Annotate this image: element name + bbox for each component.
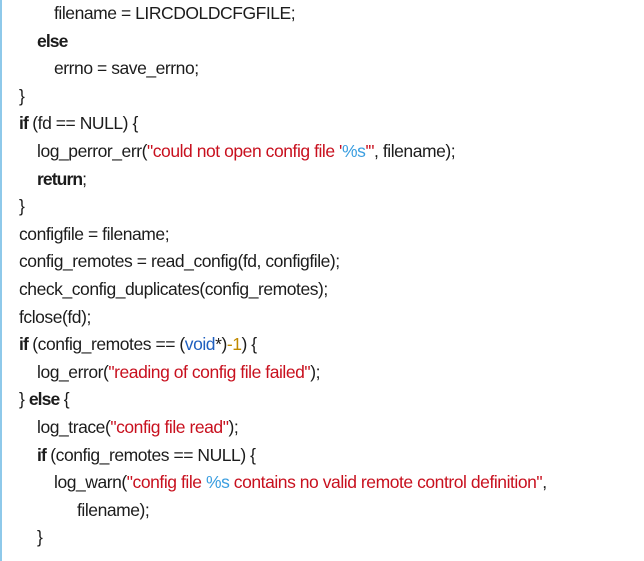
- format-specifier: %s: [341, 140, 366, 161]
- code-text: }: [19, 389, 29, 410]
- code-line: config_remotes = read_config(fd, configf…: [0, 248, 547, 276]
- code-text: log_perror_err(: [37, 140, 147, 161]
- code-text: (config_remotes == NULL) {: [45, 444, 256, 465]
- code-line: filename);: [0, 497, 547, 525]
- string-literal: "reading of config file failed": [108, 361, 311, 382]
- code-text: filename);: [77, 499, 150, 520]
- code-line: errno = save_errno;: [0, 55, 547, 83]
- code-text: {: [59, 389, 70, 410]
- keyword: else: [28, 389, 60, 410]
- code-line: }: [0, 193, 547, 221]
- code-line: } else {: [0, 386, 547, 414]
- code-text: check_config_duplicates(config_remotes);: [19, 278, 328, 299]
- code-line: log_warn("config file %s contains no val…: [0, 469, 547, 497]
- code-text: ;: [82, 168, 87, 189]
- keyword: return: [37, 168, 83, 189]
- code-text: ,: [542, 472, 547, 493]
- code-text: log_trace(: [37, 416, 111, 437]
- code-line: log_perror_err("could not open config fi…: [0, 138, 547, 166]
- code-block: filename = LIRCDOLDCFGFILE; else errno = s…: [0, 0, 547, 552]
- code-line: check_config_duplicates(config_remotes);: [0, 276, 547, 304]
- string-literal: '": [365, 140, 375, 161]
- code-text: , filename);: [374, 140, 456, 161]
- keyword: if: [19, 334, 29, 355]
- code-text: (fd == NULL) {: [27, 113, 138, 134]
- code-line: if (fd == NULL) {: [0, 110, 547, 138]
- code-text: ) {: [241, 334, 258, 355]
- code-line: if (config_remotes == (void*)-1) {: [0, 331, 547, 359]
- code-text: *): [215, 334, 227, 355]
- code-text: );: [310, 361, 320, 382]
- code-text: fclose(fd);: [19, 306, 91, 327]
- number-literal: -1: [226, 334, 242, 355]
- code-line: filename = LIRCDOLDCFGFILE;: [0, 0, 547, 28]
- code-line: else: [0, 28, 547, 56]
- code-text: (config_remotes == (: [27, 334, 185, 355]
- code-text: );: [228, 416, 239, 437]
- code-line: return;: [0, 166, 547, 194]
- code-text: }: [37, 527, 43, 548]
- code-line: }: [0, 524, 547, 552]
- string-literal: contains no valid remote control definit…: [229, 472, 543, 493]
- code-line: log_error("reading of config file failed…: [0, 359, 547, 387]
- keyword: if: [19, 113, 29, 134]
- string-literal: "config file: [126, 472, 206, 493]
- code-line: fclose(fd);: [0, 304, 547, 332]
- keyword: else: [37, 30, 68, 51]
- code-text: filename = LIRCDOLDCFGFILE;: [54, 3, 296, 23]
- type-name: void: [184, 334, 216, 355]
- code-text: config_remotes = read_config(fd, configf…: [19, 251, 340, 272]
- string-literal: "config file read": [110, 416, 229, 437]
- code-text: }: [19, 85, 25, 106]
- code-text: }: [19, 196, 25, 217]
- gutter-border: [0, 0, 2, 561]
- code-line: if (config_remotes == NULL) {: [0, 442, 547, 470]
- code-text: log_warn(: [54, 472, 127, 493]
- code-text: configfile = filename;: [19, 223, 170, 244]
- code-line: }: [0, 83, 547, 111]
- code-text: log_error(: [37, 361, 109, 382]
- string-literal: "could not open config file ': [146, 140, 342, 161]
- format-specifier: %s: [205, 472, 230, 493]
- code-line: log_trace("config file read");: [0, 414, 547, 442]
- code-text: errno = save_errno;: [54, 58, 199, 79]
- code-line: configfile = filename;: [0, 221, 547, 249]
- keyword: if: [37, 444, 47, 465]
